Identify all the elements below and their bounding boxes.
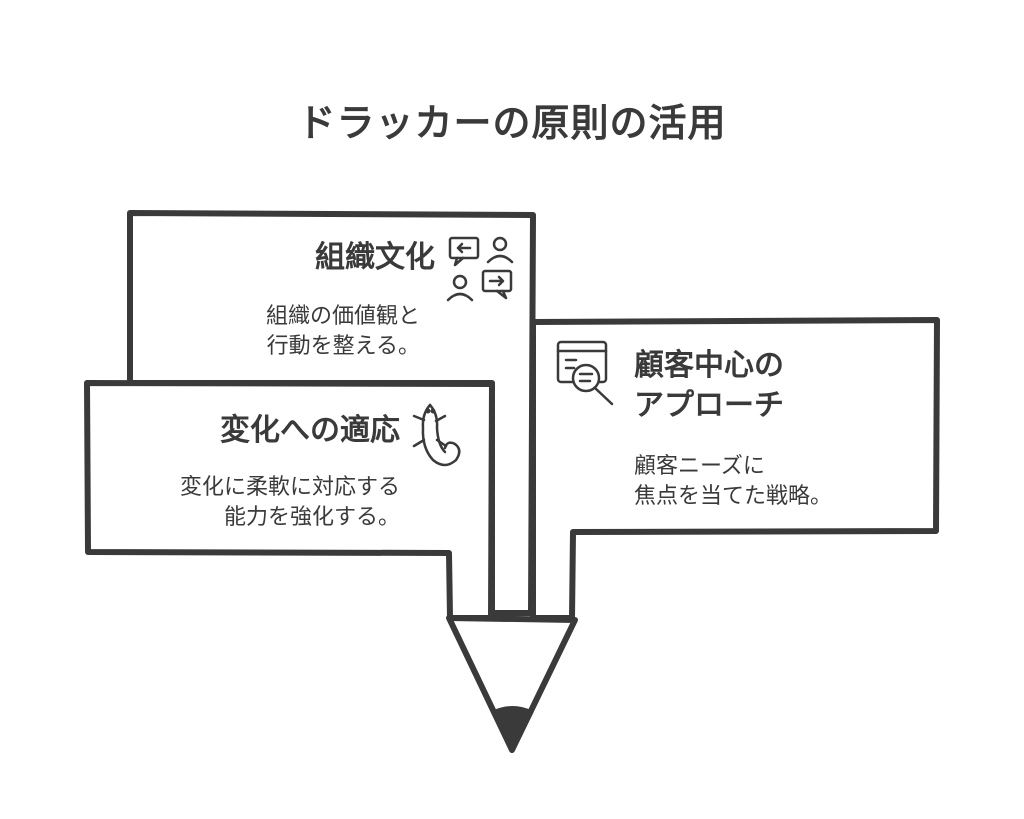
card-adapt-change-heading: 変化への適応	[220, 413, 400, 448]
card-adapt-change-description: 変化に柔軟に対応する 能力を強化する。	[179, 475, 400, 530]
magnifier-document-icon	[556, 340, 614, 406]
people-conversation-icon	[446, 236, 514, 302]
pencil-lead	[491, 706, 534, 752]
card-organization-culture-description: 組織の価値観と 行動を整える。	[265, 304, 420, 359]
salamander-icon	[412, 403, 461, 467]
pencil-tip	[446, 615, 578, 753]
card-customer-centric-description: 顧客ニーズに 焦点を当てた戦略。	[634, 454, 833, 509]
card-organization-culture-heading: 組織文化	[315, 240, 435, 275]
diagram-title: ドラッカーの原則の活用	[297, 101, 727, 145]
card-customer-centric-heading: 顧客中心の アプローチ	[634, 348, 784, 423]
